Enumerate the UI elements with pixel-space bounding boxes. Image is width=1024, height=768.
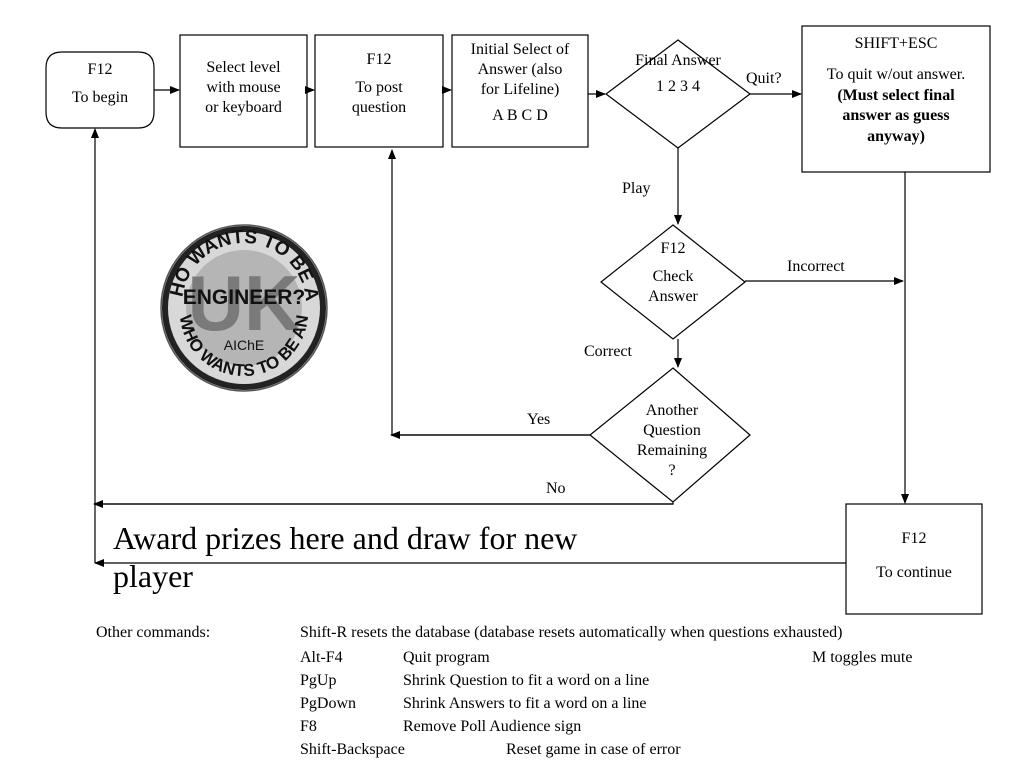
final-answer-label: Final Answer 1 2 3 4 <box>608 51 748 97</box>
another-question-line: Another <box>645 402 699 419</box>
post-question-key: F12 <box>366 51 392 68</box>
command-shift-r: Shift-R resets the database (database re… <box>300 624 843 641</box>
quit-box <box>801 25 991 173</box>
command-desc: Quit program <box>403 649 490 666</box>
command-key: PgUp <box>300 672 337 689</box>
command-key: F8 <box>300 718 317 735</box>
play-label: Play <box>622 180 651 197</box>
no-label: No <box>546 480 566 497</box>
continue-text: To continue <box>876 564 952 581</box>
post-question-line: question <box>351 99 407 116</box>
check-answer-line: Answer <box>648 288 698 305</box>
command-desc: Reset game in case of error <box>506 741 681 758</box>
final-answer-choices: 1 2 3 4 <box>656 78 700 95</box>
another-question-line: Question <box>643 422 701 439</box>
initial-select-label: Initial Select of Answer (also for Lifel… <box>452 40 588 126</box>
quit-text: To quit w/out answer. <box>826 65 966 83</box>
continue-box-label: F12 To continue <box>846 529 982 583</box>
commands-heading: Other commands: <box>96 624 211 641</box>
incorrect-label: Incorrect <box>787 258 845 275</box>
logo-center-text: ENGINEER? <box>183 286 306 309</box>
quit-box-label: SHIFT+ESC To quit w/out answer. (Must se… <box>802 34 990 148</box>
continue-box <box>845 503 983 615</box>
command-key: Shift-Backspace <box>300 741 405 758</box>
select-level-label: Select level with mouse or keyboard <box>180 58 307 118</box>
command-key: PgDown <box>300 695 357 712</box>
post-question-label: F12 To post question <box>315 50 443 118</box>
select-level-line: or keyboard <box>205 99 282 116</box>
initial-select-line: Initial Select of <box>470 41 570 58</box>
quit-note-line: anyway) <box>867 128 925 146</box>
start-node-label: F12 To begin <box>46 60 154 108</box>
initial-select-choices: A B C D <box>492 107 548 124</box>
yes-label: Yes <box>527 411 551 428</box>
quit-key: SHIFT+ESC <box>854 35 938 52</box>
post-question-line: To post <box>355 79 403 96</box>
start-text: To begin <box>71 89 129 106</box>
award-text: Award prizes here and draw for new playe… <box>113 520 578 594</box>
logo-letters: UK <box>188 259 301 347</box>
correct-label: Correct <box>584 343 632 360</box>
another-question-line: ? <box>668 462 676 479</box>
check-answer-key: F12 <box>660 240 686 257</box>
post-question-box <box>314 34 444 148</box>
select-level-line: with mouse <box>206 79 281 96</box>
logo-org-text: AIChE <box>224 337 264 353</box>
another-question-line: Remaining <box>636 442 708 459</box>
continue-key: F12 <box>901 530 927 547</box>
check-answer-label: F12 Check Answer <box>611 239 735 307</box>
initial-select-line: for Lifeline) <box>480 81 560 98</box>
quit-label: Quit? <box>746 70 782 87</box>
initial-select-box <box>451 34 589 148</box>
start-key: F12 <box>87 61 113 78</box>
initial-select-line: Answer (also <box>477 61 563 78</box>
another-question-label: Another Question Remaining ? <box>610 401 734 481</box>
check-answer-diamond <box>600 224 746 340</box>
command-mute: M toggles mute <box>812 649 913 666</box>
check-answer-line: Check <box>652 268 694 285</box>
command-desc: Shrink Answers to fit a word on a line <box>403 695 647 712</box>
command-key: Alt-F4 <box>300 649 343 666</box>
quit-note-line: (Must select final <box>802 86 990 107</box>
start-node-shape <box>45 51 155 129</box>
select-level-line: Select level <box>206 59 281 76</box>
final-answer-title: Final Answer <box>635 52 721 69</box>
select-level-box <box>179 34 308 148</box>
command-desc: Shrink Question to fit a word on a line <box>403 672 650 689</box>
quit-note-paren: ( <box>837 86 843 104</box>
quit-note-line: answer as guess <box>842 107 950 125</box>
quit-note-text: Must select final <box>842 86 955 104</box>
arrow-yes-to-post <box>388 149 590 436</box>
command-desc: Remove Poll Audience sign <box>403 718 582 735</box>
